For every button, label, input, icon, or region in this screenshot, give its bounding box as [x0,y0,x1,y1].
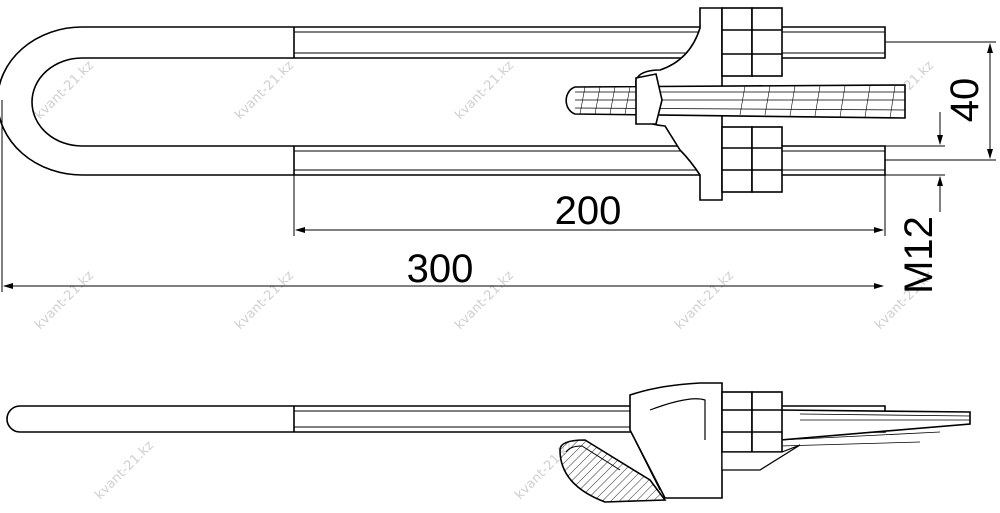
conductor-wire [565,84,906,119]
watermark-text: kvant-21.kz [452,58,517,123]
dimension-200 [293,175,886,236]
side-hex-nut [721,391,783,453]
side-conductor [779,409,971,447]
hex-nut-upper [721,7,783,77]
top-view [0,7,906,201]
side-view [6,382,971,503]
side-clamp-body [629,382,723,499]
watermark-text: kvant-21.kz [232,268,297,333]
watermark-text: kvant-21.kz [672,268,737,333]
hatched-wedge [559,439,667,503]
watermark-text: kvant-21.kz [232,58,297,123]
watermark-text: kvant-21.kz [92,438,157,503]
watermark-text: kvant-21.kz [32,268,97,333]
u-bolt-outline [0,26,886,176]
dimension-300-label: 300 [407,247,474,291]
dimension-m12 [885,112,945,212]
dimension-300 [1,100,884,292]
dimension-40 [885,41,996,161]
dimension-40-label: 40 [943,78,987,123]
dimension-200-label: 200 [555,189,622,233]
clamp-jaw [635,73,663,125]
hex-nut-lower [721,126,783,193]
dimension-m12-label: M12 [897,216,941,294]
